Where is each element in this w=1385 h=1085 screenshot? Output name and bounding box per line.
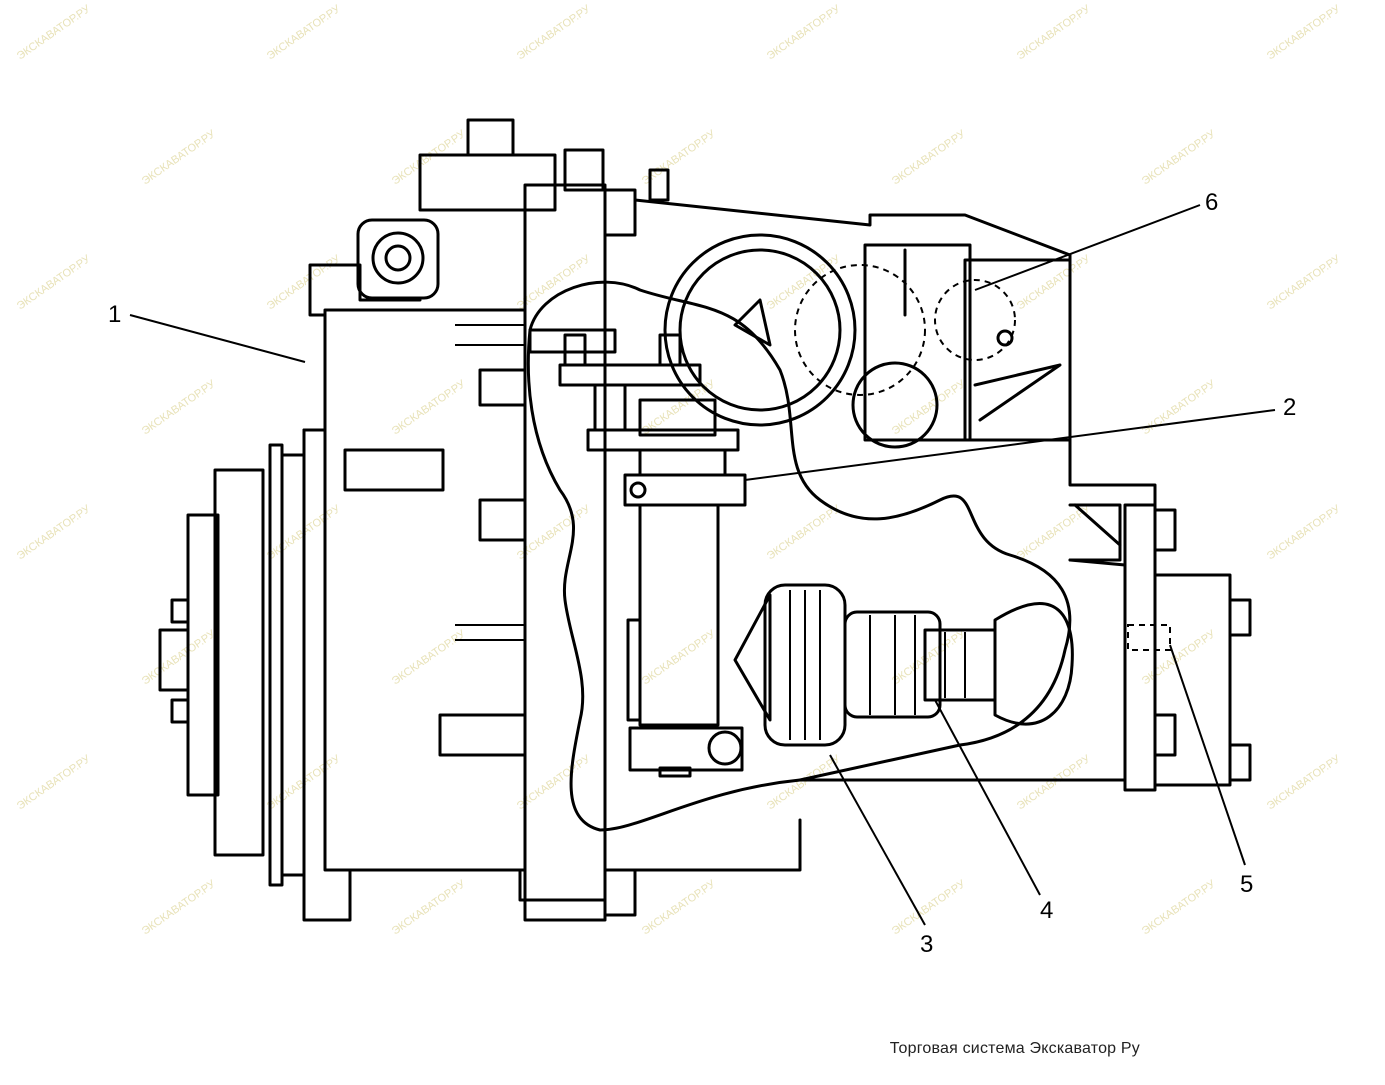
watermark-text: ЭКСКАВАТОР.РУ [640, 127, 719, 187]
watermark-text: ЭКСКАВАТОР.РУ [390, 627, 469, 687]
callout-5: 5 [1240, 871, 1253, 898]
watermark-text: ЭКСКАВАТОР.РУ [890, 877, 969, 937]
watermark-text: ЭКСКАВАТОР.РУ [1140, 627, 1219, 687]
watermark-text: ЭКСКАВАТОР.РУ [265, 2, 344, 62]
bellows-spring [733, 583, 1074, 747]
watermark-text: ЭКСКАВАТОР.РУ [15, 502, 94, 562]
end-cover [798, 503, 1252, 792]
governor-housing [663, 233, 1072, 449]
callout-4: 4 [1040, 897, 1053, 924]
watermark-text: ЭКСКАВАТОР.РУ [640, 877, 719, 937]
watermark-text: ЭКСКАВАТОР.РУ [515, 502, 594, 562]
callout-6: 6 [1205, 189, 1218, 216]
pump-housing [302, 118, 1157, 922]
banjo-fitting [356, 218, 440, 300]
watermark-text: ЭКСКАВАТОР.РУ [140, 127, 219, 187]
source-caption: Торговая система Экскаватор Ру [889, 1040, 1140, 1057]
watermark-text: ЭКСКАВАТОР.РУ [15, 252, 94, 312]
watermark-text: ЭКСКАВАТОР.РУ [1140, 877, 1219, 937]
watermark-text: ЭКСКАВАТОР.РУ [15, 752, 94, 812]
watermark-text: ЭКСКАВАТОР.РУ [515, 2, 594, 62]
watermark-text: ЭКСКАВАТОР.РУ [140, 377, 219, 437]
watermark-text: ЭКСКАВАТОР.РУ [515, 752, 594, 812]
plunger-assembly [528, 328, 747, 778]
watermark-text: ЭКСКАВАТОР.РУ [390, 127, 469, 187]
watermark-text: ЭКСКАВАТОР.РУ [1265, 2, 1344, 62]
callout-3: 3 [920, 931, 933, 958]
watermark-text: ЭКСКАВАТОР.РУ [640, 627, 719, 687]
watermark-text: ЭКСКАВАТОР.РУ [140, 627, 219, 687]
watermark-text: ЭКСКАВАТОР.РУ [140, 877, 219, 937]
watermark-text: ЭКСКАВАТОР.РУ [15, 2, 94, 62]
watermark-text: ЭКСКАВАТОР.РУ [1265, 752, 1344, 812]
watermark-text: ЭКСКАВАТОР.РУ [890, 627, 969, 687]
watermark-text: ЭКСКАВАТОР.РУ [890, 127, 969, 187]
watermark-text: ЭКСКАВАТОР.РУ [390, 377, 469, 437]
callout-2: 2 [1283, 394, 1296, 421]
cutaway-outline [526, 280, 1072, 832]
watermark-text: ЭКСКАВАТОР.РУ [390, 877, 469, 937]
callout-1: 1 [108, 301, 121, 328]
watermark-text: ЭКСКАВАТОР.РУ [765, 2, 844, 62]
watermark-text: ЭКСКАВАТОР.РУ [1140, 127, 1219, 187]
watermark-text: ЭКСКАВАТОР.РУ [1140, 377, 1219, 437]
watermark-text: ЭКСКАВАТОР.РУ [1265, 252, 1344, 312]
watermark-text: ЭКСКАВАТОР.РУ [1015, 752, 1094, 812]
watermark-text: ЭКСКАВАТОР.РУ [1015, 2, 1094, 62]
watermark-text: ЭКСКАВАТОР.РУ [265, 252, 344, 312]
watermark-text: ЭКСКАВАТОР.РУ [1265, 502, 1344, 562]
watermark-text: ЭКСКАВАТОР.РУ [765, 502, 844, 562]
leader-lines [129, 204, 1276, 926]
watermark-text: ЭКСКАВАТОР.РУ [765, 252, 844, 312]
watermark-text: ЭКСКАВАТОР.РУ [515, 252, 594, 312]
drive-pulley [158, 443, 306, 887]
